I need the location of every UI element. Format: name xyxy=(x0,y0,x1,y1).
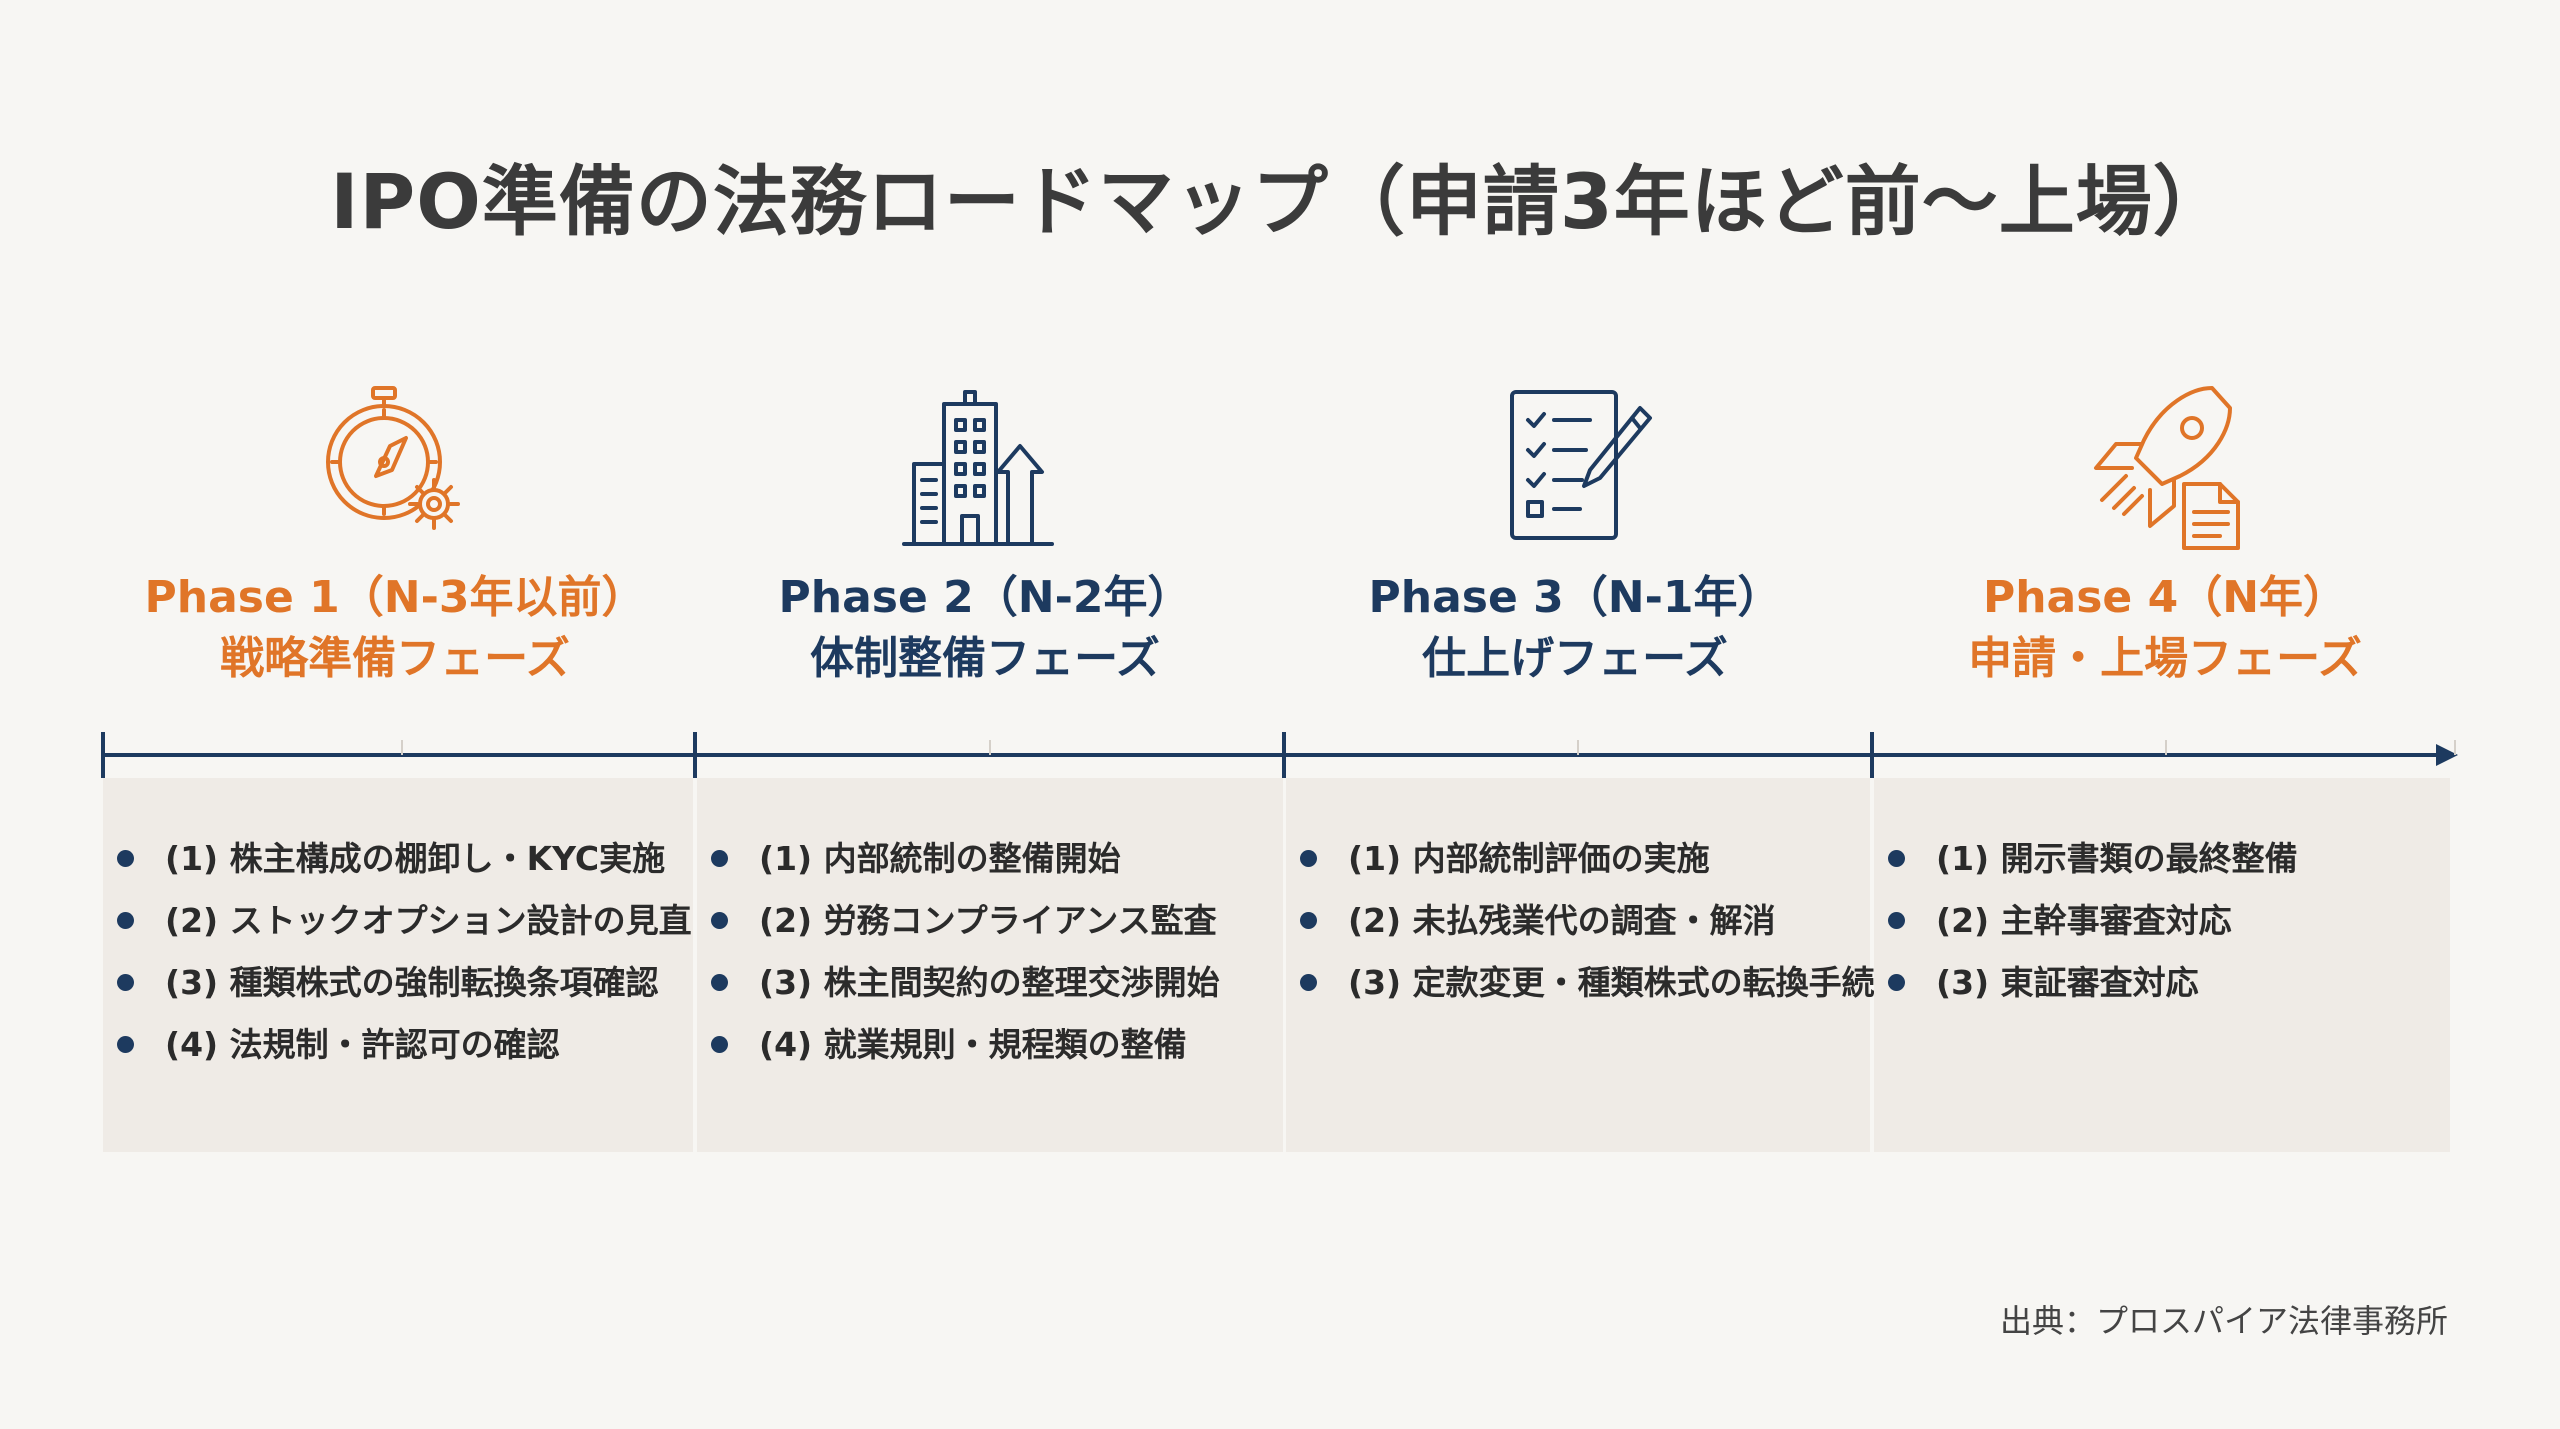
list-item-text: (1) 株主構成の棚卸し・KYC実施 xyxy=(165,839,666,878)
list-item-text: (3) 定款変更・種類株式の転換手続 xyxy=(1348,963,1875,1002)
compass-gear-icon xyxy=(326,386,460,530)
phase-2-header: Phase 2（N-2年） 体制整備フェーズ xyxy=(690,380,1280,690)
bullet-icon xyxy=(711,912,728,929)
list-item-text: (1) 内部統制の整備開始 xyxy=(759,839,1121,878)
phase-4-header: Phase 4（N年） 申請・上場フェーズ xyxy=(1870,380,2460,690)
phase-1-name: Phase 1（N-3年以前） xyxy=(144,572,646,623)
list-item: (2) 未払残業代の調査・解消 xyxy=(1286,890,1870,952)
list-item-text: (3) 東証審査対応 xyxy=(1936,963,2199,1002)
bullet-icon xyxy=(1888,912,1905,929)
bullet-icon xyxy=(1888,850,1905,867)
phase-1-panel: (1) 株主構成の棚卸し・KYC実施 (2) ストックオプション設計の見直し (… xyxy=(103,778,725,1152)
phase-3-header: Phase 3（N-1年） 仕上げフェーズ xyxy=(1280,380,1870,690)
bullet-icon xyxy=(711,974,728,991)
building-growth-icon xyxy=(902,390,1054,546)
list-item: (1) 内部統制の整備開始 xyxy=(697,828,1283,890)
list-item-text: (3) 株主間契約の整理交渉開始 xyxy=(759,963,1220,1002)
list-item-text: (2) ストックオプション設計の見直し xyxy=(165,901,725,940)
phase-4-list: (1) 開示書類の最終整備 (2) 主幹事審査対応 (3) 東証審査対応 xyxy=(1874,778,2450,1014)
rocket-document-icon xyxy=(2094,386,2240,550)
list-item: (3) 株主間契約の整理交渉開始 xyxy=(697,952,1283,1014)
source-note: 出典：プロスパイア法律事務所 xyxy=(1999,1302,2448,1340)
list-item-text: (1) 内部統制評価の実施 xyxy=(1348,839,1710,878)
phase-4-panel: (1) 開示書類の最終整備 (2) 主幹事審査対応 (3) 東証審査対応 xyxy=(1874,778,2450,1152)
list-item-text: (4) 就業規則・規程類の整備 xyxy=(759,1025,1187,1064)
list-item: (1) 開示書類の最終整備 xyxy=(1874,828,2450,890)
list-item: (2) 主幹事審査対応 xyxy=(1874,890,2450,952)
list-item: (3) 種類株式の強制転換条項確認 xyxy=(103,952,693,1014)
phase-2-subtitle: 体制整備フェーズ xyxy=(810,633,1160,684)
list-item: (1) 内部統制評価の実施 xyxy=(1286,828,1870,890)
list-item: (2) ストックオプション設計の見直し xyxy=(103,890,725,952)
checklist-pen-icon xyxy=(1510,390,1652,540)
bullet-icon xyxy=(1888,974,1905,991)
list-item: (4) 就業規則・規程類の整備 xyxy=(697,1014,1283,1076)
timeline-arrowhead xyxy=(2436,744,2458,766)
list-item-text: (3) 種類株式の強制転換条項確認 xyxy=(165,963,659,1002)
phase-1-list: (1) 株主構成の棚卸し・KYC実施 (2) ストックオプション設計の見直し (… xyxy=(103,778,725,1076)
phase-3-name: Phase 3（N-1年） xyxy=(1368,572,1782,623)
bullet-icon xyxy=(711,850,728,867)
bullet-icon xyxy=(117,912,134,929)
list-item: (3) 定款変更・種類株式の転換手続 xyxy=(1286,952,1875,1014)
page-title: IPO準備の法務ロードマップ（申請3年ほど前～上場） xyxy=(330,157,2230,246)
list-item: (4) 法規制・許認可の確認 xyxy=(103,1014,693,1076)
phase-1-header: Phase 1（N-3年以前） 戦略準備フェーズ xyxy=(100,380,690,690)
bullet-icon xyxy=(1300,912,1317,929)
list-item-text: (2) 労務コンプライアンス監査 xyxy=(759,901,1217,940)
phase-3-panel: (1) 内部統制評価の実施 (2) 未払残業代の調査・解消 (3) 定款変更・種… xyxy=(1286,778,1875,1152)
phase-4-name: Phase 4（N年） xyxy=(1982,572,2348,623)
list-item-text: (2) 未払残業代の調査・解消 xyxy=(1348,901,1776,940)
bullet-icon xyxy=(1300,850,1317,867)
phase-3-subtitle: 仕上げフェーズ xyxy=(1422,633,1728,684)
list-item: (2) 労務コンプライアンス監査 xyxy=(697,890,1283,952)
list-item-text: (4) 法規制・許認可の確認 xyxy=(165,1025,560,1064)
phase-2-list: (1) 内部統制の整備開始 (2) 労務コンプライアンス監査 (3) 株主間契約… xyxy=(697,778,1283,1076)
phase-1-subtitle: 戦略準備フェーズ xyxy=(220,633,570,684)
timeline-axis xyxy=(101,732,2458,778)
list-item-text: (2) 主幹事審査対応 xyxy=(1936,901,2232,940)
bullet-icon xyxy=(1300,974,1317,991)
phase-4-subtitle: 申請・上場フェーズ xyxy=(1968,633,2362,684)
bullet-icon xyxy=(117,850,134,867)
phase-2-name: Phase 2（N-2年） xyxy=(778,572,1192,623)
list-item: (1) 株主構成の棚卸し・KYC実施 xyxy=(103,828,693,890)
list-item: (3) 東証審査対応 xyxy=(1874,952,2450,1014)
bullet-icon xyxy=(711,1036,728,1053)
phase-3-list: (1) 内部統制評価の実施 (2) 未払残業代の調査・解消 (3) 定款変更・種… xyxy=(1286,778,1875,1014)
phase-2-panel: (1) 内部統制の整備開始 (2) 労務コンプライアンス監査 (3) 株主間契約… xyxy=(697,778,1283,1152)
list-item-text: (1) 開示書類の最終整備 xyxy=(1936,839,2298,878)
bullet-icon xyxy=(117,974,134,991)
bullet-icon xyxy=(117,1036,134,1053)
